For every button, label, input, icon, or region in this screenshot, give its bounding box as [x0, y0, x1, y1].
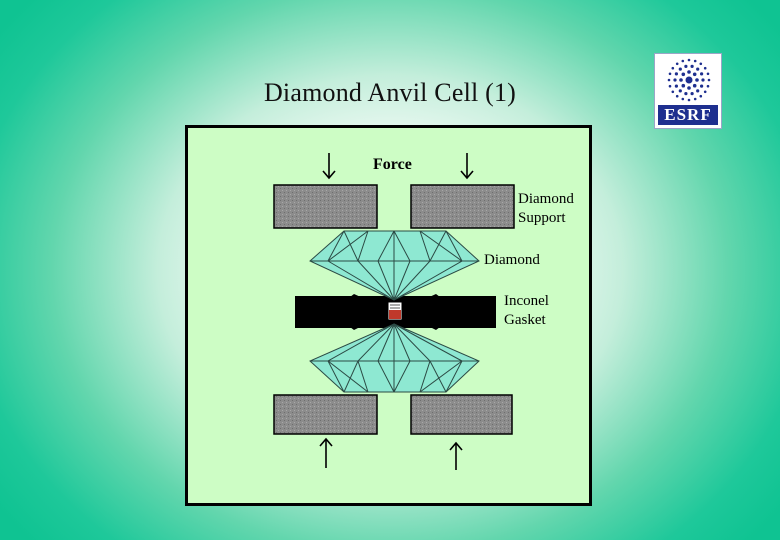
diamond-anvil-cell-diagram: Force Diamond Support Diamond Inconel Ga…: [185, 125, 592, 506]
diamond-support: [273, 184, 515, 435]
force-arrows-bottom: [319, 437, 463, 470]
lower-diamond: [309, 323, 480, 393]
esrf-logo-dots: [667, 58, 711, 102]
esrf-logo-text: ESRF: [658, 105, 718, 125]
inconel-gasket: [295, 294, 496, 330]
force-label: Force: [373, 156, 412, 173]
diamond-support-label: Diamond Support: [518, 191, 574, 226]
diamond-label: Diamond: [484, 252, 540, 268]
gasket-label: Inconel Gasket: [504, 293, 549, 328]
slide-title: Diamond Anvil Cell (1): [263, 78, 517, 107]
esrf-logo: ESRF: [654, 53, 722, 129]
upper-diamond: [309, 230, 480, 301]
sample-chamber: [387, 301, 403, 321]
force-arrows-top: [322, 153, 474, 180]
